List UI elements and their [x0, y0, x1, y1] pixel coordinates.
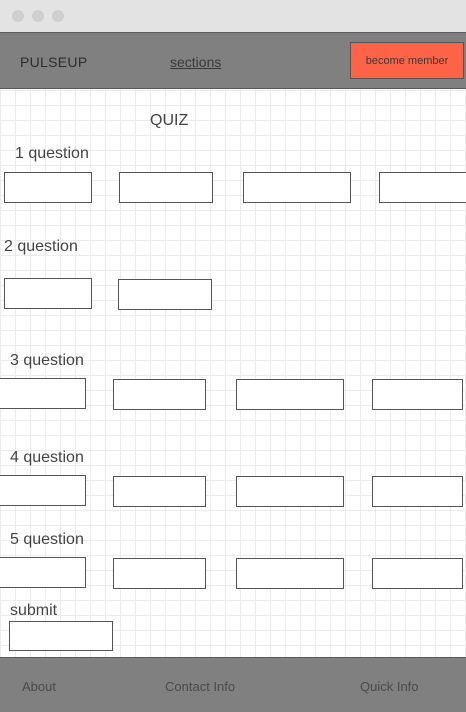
submit-button[interactable] — [9, 621, 113, 651]
submit-label: submit — [10, 602, 58, 619]
question-5-label: 5 question — [10, 531, 84, 548]
question-5-option-1[interactable] — [0, 557, 86, 588]
question-2-option-1[interactable] — [4, 278, 92, 309]
question-3-option-2[interactable] — [113, 379, 206, 410]
question-1-option-3[interactable] — [243, 172, 351, 203]
page-title: QUIZ — [150, 112, 189, 129]
question-4-option-1[interactable] — [0, 475, 86, 506]
question-5-option-3[interactable] — [236, 558, 344, 589]
footer-link-contact-info[interactable]: Contact Info — [165, 679, 236, 694]
question-3-label: 3 question — [10, 352, 84, 369]
question-1-label: 1 question — [15, 145, 89, 162]
footer-link-quick-info[interactable]: Quick Info — [360, 679, 419, 694]
question-4-label: 4 question — [10, 449, 84, 466]
site-header: PULSEUP sections become member — [0, 32, 466, 89]
question-5-option-4[interactable] — [372, 558, 463, 589]
question-1-option-1[interactable] — [4, 172, 92, 203]
nav-link-sections[interactable]: sections — [170, 54, 222, 70]
question-1-option-4[interactable] — [379, 172, 466, 203]
window-minimize-dot[interactable] — [32, 10, 44, 22]
question-5-option-2[interactable] — [113, 558, 206, 589]
question-4-option-3[interactable] — [236, 476, 344, 507]
question-2-option-2[interactable] — [118, 279, 212, 310]
question-1-option-2[interactable] — [119, 172, 213, 203]
footer-link-about[interactable]: About — [22, 679, 56, 694]
become-member-button[interactable]: become member — [350, 42, 464, 79]
question-3-option-3[interactable] — [236, 379, 344, 410]
window-close-dot[interactable] — [12, 10, 24, 22]
question-4-option-4[interactable] — [372, 476, 463, 507]
question-3-option-4[interactable] — [372, 379, 463, 410]
brand-logo: PULSEUP — [20, 54, 88, 70]
site-footer: About Contact Info Quick Info — [0, 657, 466, 712]
question-3-option-1[interactable] — [0, 378, 86, 409]
question-4-option-2[interactable] — [113, 476, 206, 507]
window-titlebar — [0, 0, 466, 32]
window-maximize-dot[interactable] — [52, 10, 64, 22]
question-2-label: 2 question — [4, 238, 78, 255]
